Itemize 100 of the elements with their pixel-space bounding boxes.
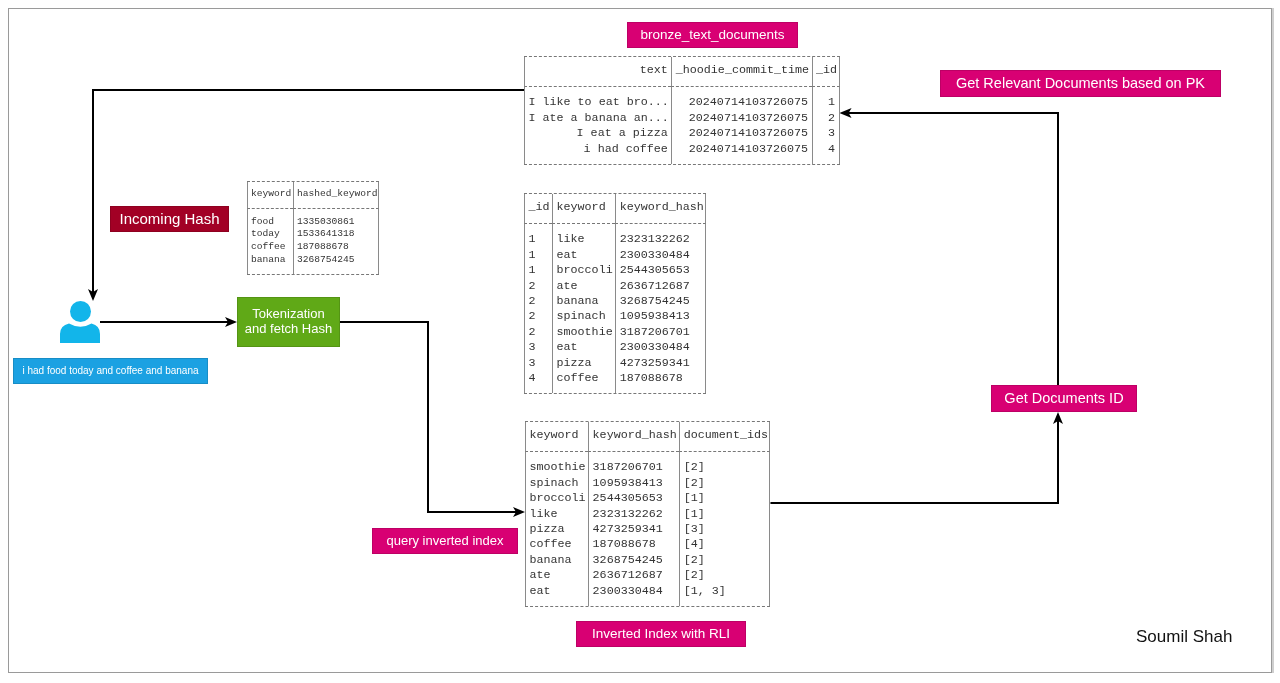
table-entry: [3] xyxy=(679,522,771,538)
table-entry: 4273259341 xyxy=(615,355,707,372)
person-icon xyxy=(60,301,100,343)
table-entry: 1095938413 xyxy=(615,309,707,325)
table-entry: broccoli xyxy=(525,491,589,507)
table-entry: banana xyxy=(247,253,294,274)
table-entry: like xyxy=(525,506,589,523)
table-entry: banana xyxy=(525,552,589,569)
table-entry: I ate a banana an... xyxy=(524,110,672,127)
table-entry: eat xyxy=(552,340,616,356)
table-entry: 20240714103726075 xyxy=(671,126,812,142)
table-title: bronze_text_documents xyxy=(627,22,798,48)
table-entry: 3 xyxy=(524,340,553,356)
table-entry: 3187206701 xyxy=(615,324,707,341)
table-entry: smoothie xyxy=(552,324,616,341)
table-entry: eat xyxy=(552,247,616,264)
table-entry: spinach xyxy=(525,475,589,492)
table-entry: 3 xyxy=(524,355,553,372)
table-entry: like xyxy=(552,224,616,248)
table-entry: 2544305653 xyxy=(588,491,680,507)
table-entry: 3268754245 xyxy=(293,253,380,274)
table-entry: [2] xyxy=(679,552,771,569)
table-entry: i had coffee xyxy=(524,141,672,165)
table-entry: coffee xyxy=(525,537,589,553)
table-entry: broccoli xyxy=(552,263,616,279)
column-header: _id xyxy=(811,57,840,88)
table-entry: 1533641318 xyxy=(293,228,380,242)
table-entry: spinach xyxy=(552,309,616,325)
table-entry: 2323132262 xyxy=(588,506,680,523)
flow-arrow xyxy=(839,108,1059,386)
column-header: _id xyxy=(524,194,553,225)
table-entry: 1 xyxy=(811,87,840,111)
table-entry: 3 xyxy=(811,126,840,142)
table-entry: pizza xyxy=(525,522,589,538)
table-entry: 1 xyxy=(524,263,553,279)
step-label: Get Documents ID xyxy=(991,385,1137,412)
column-header: keyword xyxy=(247,182,294,209)
table-entry: 2 xyxy=(524,309,553,325)
table-entry: 20240714103726075 xyxy=(671,110,812,127)
step-label: Get Relevant Documents based on PK xyxy=(940,70,1221,97)
table-entry: 187088678 xyxy=(588,537,680,553)
table-entry: 2300330484 xyxy=(615,247,707,264)
table-entry: 1095938413 xyxy=(588,475,680,492)
table-entry: 2300330484 xyxy=(588,583,680,607)
table-entry: [1] xyxy=(679,506,771,523)
author-name: Soumil Shah xyxy=(1136,627,1233,647)
column-header: keyword_hash xyxy=(588,422,680,453)
table-entry: 187088678 xyxy=(615,371,707,394)
step-label: query inverted index xyxy=(372,528,518,554)
table-entry: [1, 3] xyxy=(679,583,771,607)
table-entry: 187088678 xyxy=(293,241,380,254)
column-header: document_ids xyxy=(679,422,771,453)
ascii-table xyxy=(525,421,771,608)
table-entry: 2636712687 xyxy=(588,568,680,584)
flow-arrow xyxy=(769,412,1063,504)
table-entry: 2544305653 xyxy=(615,263,707,279)
table-entry: 20240714103726075 xyxy=(671,141,812,165)
column-header: keyword xyxy=(525,422,589,453)
table-entry: 4 xyxy=(524,371,553,394)
table-entry: [2] xyxy=(679,475,771,492)
table-entry: 2300330484 xyxy=(615,340,707,356)
table-entry: 2 xyxy=(524,278,553,295)
table-entry: 4273259341 xyxy=(588,522,680,538)
table-entry: 1 xyxy=(524,247,553,264)
flow-arrow xyxy=(339,321,525,517)
ascii-table xyxy=(524,56,840,166)
table-entry: pizza xyxy=(552,355,616,372)
table-entry: 2 xyxy=(524,324,553,341)
step-label: Incoming Hash xyxy=(110,206,229,232)
flow-arrow xyxy=(88,89,525,301)
table-entry: food xyxy=(247,208,294,229)
flow-arrow xyxy=(99,317,237,327)
table-entry: [1] xyxy=(679,491,771,507)
table-entry: 4 xyxy=(811,141,840,165)
table-entry: I like to eat bro... xyxy=(524,87,672,111)
table-entry: banana xyxy=(552,294,616,310)
table-entry: 2636712687 xyxy=(615,278,707,295)
table-entry: 3268754245 xyxy=(588,552,680,569)
table-entry: smoothie xyxy=(525,452,589,476)
table-entry: ate xyxy=(525,568,589,584)
query-text: i had food today and coffee and banana xyxy=(13,358,208,384)
table-entry: eat xyxy=(525,583,589,607)
column-header: text xyxy=(524,57,672,88)
table-entry: 1 xyxy=(524,224,553,248)
table-entry: coffee xyxy=(552,371,616,394)
process-step: Tokenization and fetch Hash xyxy=(237,297,340,347)
table-entry: I eat a pizza xyxy=(524,126,672,142)
table-entry: 2 xyxy=(811,110,840,127)
table-entry: coffee xyxy=(247,241,294,254)
table-entry: 20240714103726075 xyxy=(671,87,812,111)
table-entry: 3268754245 xyxy=(615,294,707,310)
table-entry: 2 xyxy=(524,294,553,310)
table-entry: 3187206701 xyxy=(588,452,680,476)
ascii-table xyxy=(247,181,380,275)
table-entry: today xyxy=(247,228,294,242)
table-title: Inverted Index with RLI xyxy=(576,621,746,647)
table-entry: 1335030861 xyxy=(293,208,380,229)
column-header: keyword_hash xyxy=(615,194,707,225)
table-entry: [2] xyxy=(679,568,771,584)
column-header: _hoodie_commit_time xyxy=(671,57,812,88)
